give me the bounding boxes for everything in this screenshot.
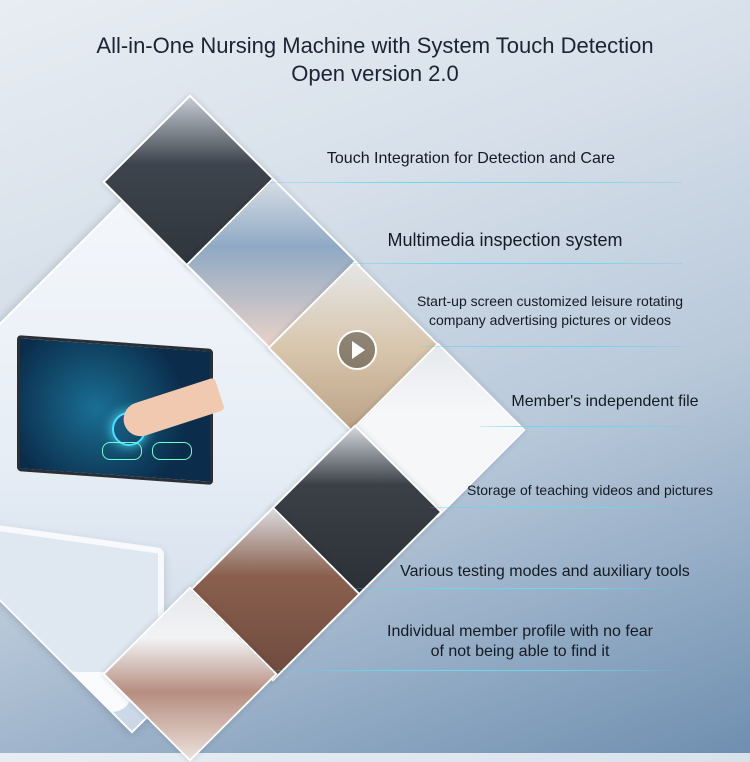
feature-2: Multimedia inspection system	[387, 230, 623, 250]
feature-7-line-1: Individual member profile with no fear	[387, 623, 653, 640]
feature-6: Various testing modes and auxiliary tool…	[400, 563, 690, 580]
play-icon	[337, 330, 377, 370]
page-title: All-in-One Nursing Machine with System T…	[0, 32, 750, 88]
feature-3-line-2: company advertising pictures or videos	[428, 312, 671, 328]
divider-line	[350, 263, 682, 264]
title-line-2: Open version 2.0	[291, 61, 459, 86]
divider-line	[350, 588, 682, 589]
title-line-1: All-in-One Nursing Machine with System T…	[96, 33, 654, 58]
feature-1: Touch Integration for Detection and Care	[326, 150, 616, 167]
divider-line	[270, 670, 682, 671]
screen-button-image	[101, 442, 142, 460]
feature-5: Storage of teaching videos and pictures	[467, 482, 713, 498]
screen-button-image	[152, 442, 192, 460]
feature-3-line-1: Start-up screen customized leisure rotat…	[416, 293, 684, 309]
divider-line	[430, 507, 682, 508]
feature-3: Start-up screen customized leisure rotat…	[390, 292, 710, 330]
divider-line	[270, 182, 682, 183]
divider-line	[480, 426, 682, 427]
feature-4: Member's independent file	[511, 393, 699, 410]
divider-line	[420, 346, 682, 347]
feature-7-line-2: of not being able to find it	[430, 643, 610, 660]
feature-7: Individual member profile with no fear o…	[340, 622, 700, 662]
